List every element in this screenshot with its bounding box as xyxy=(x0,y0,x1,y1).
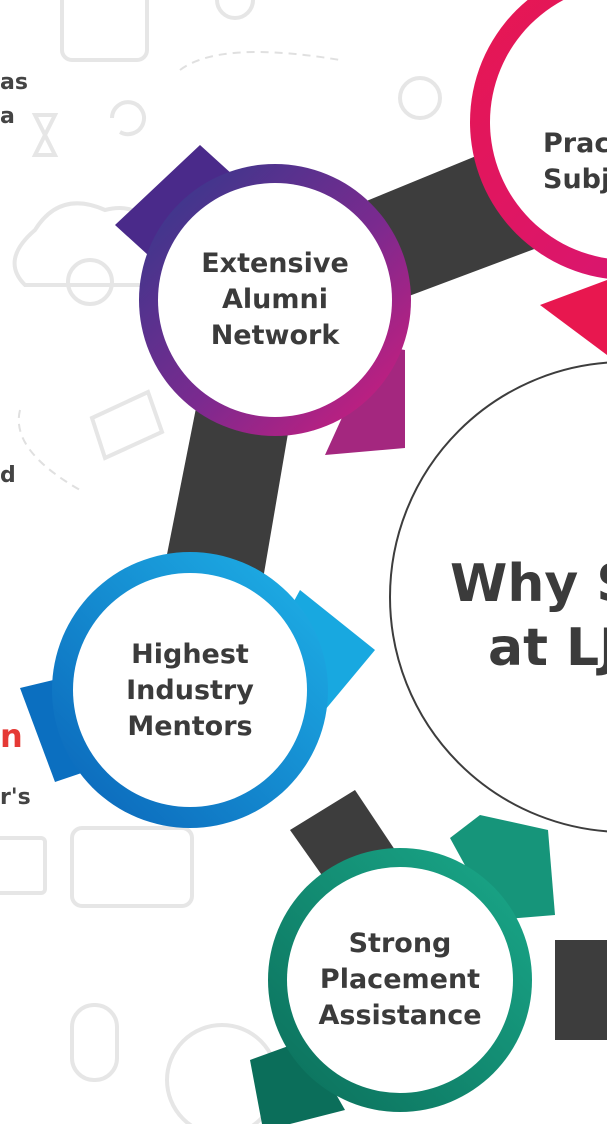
placement-arrow-top xyxy=(450,815,555,920)
side-fragment-4: n xyxy=(0,717,23,755)
mentors-label-line-1: Highest xyxy=(131,639,249,670)
hourglass-icon xyxy=(31,113,59,157)
mail-icon xyxy=(0,836,47,895)
microphone-icon xyxy=(70,1003,119,1082)
placement-arrow-bottom xyxy=(250,1040,345,1124)
placement-node xyxy=(287,867,513,1093)
tablet-icon xyxy=(60,0,149,62)
side-fragment-1: as xyxy=(0,70,28,95)
practical-label-line-2: Subj xyxy=(543,164,607,195)
at-sign-icon xyxy=(110,100,146,137)
side-fragment-5: r's xyxy=(0,785,31,810)
camera-icon xyxy=(215,0,255,20)
practical-label-line-1: Prac xyxy=(543,128,607,159)
video-player-icon xyxy=(70,826,194,908)
placement-label-line-3: Assistance xyxy=(318,1000,482,1031)
center-title: Why S at LJI xyxy=(450,552,607,680)
alumni-label-line-3: Network xyxy=(210,320,340,351)
placement-label-line-1: Strong xyxy=(348,928,452,959)
mentors-label-line-3: Mentors xyxy=(127,711,253,742)
side-fragment-2: a xyxy=(0,104,15,129)
mentors-node xyxy=(73,573,307,807)
gear-icon xyxy=(398,76,442,120)
placement-label-line-2: Placement xyxy=(319,964,481,995)
placement-label: Strong Placement Assistance xyxy=(290,926,510,1034)
practical-node xyxy=(490,0,607,259)
center-title-line-1: Why S xyxy=(450,554,607,614)
alumni-label: Extensive Alumni Network xyxy=(165,246,385,354)
alumni-node xyxy=(158,183,392,417)
center-title-line-2: at LJI xyxy=(488,618,607,678)
practical-label: Prac Subj xyxy=(543,126,607,198)
center-circle xyxy=(389,361,607,833)
mentors-label-line-2: Industry xyxy=(126,675,254,706)
alumni-label-line-2: Alumni xyxy=(222,284,328,315)
practical-arrow-bottom xyxy=(540,280,607,355)
mentors-label: Highest Industry Mentors xyxy=(80,637,300,745)
lightbulb-icon xyxy=(66,258,114,306)
envelope-icon xyxy=(89,389,165,461)
alumni-label-line-1: Extensive xyxy=(201,248,349,279)
side-fragment-3: d xyxy=(0,463,16,488)
